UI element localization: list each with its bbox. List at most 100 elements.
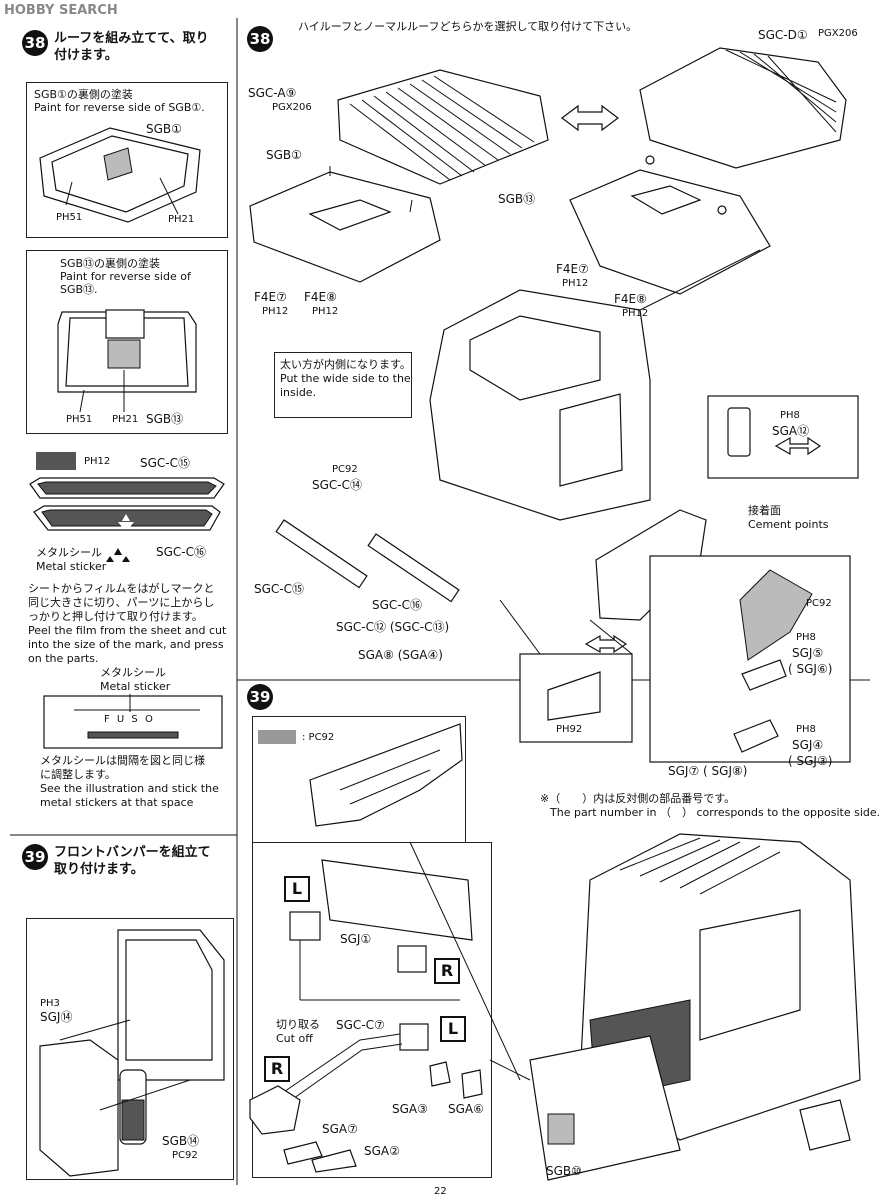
paint-box-sgb1-color2: PH21: [168, 214, 195, 225]
step-39-title-line2: 取り付けます。: [54, 862, 144, 877]
bumper-part-sgj14: SGJ⑭: [40, 1010, 73, 1024]
label-sgj7: SGJ⑦ ( SGJ⑧): [668, 764, 748, 778]
grille-color-label: PH12: [84, 456, 111, 467]
label-pc92-a: PC92: [332, 464, 358, 475]
cut-off-jp: 切り取る: [276, 1018, 320, 1031]
cement-points-en: Cement points: [748, 518, 829, 531]
right-marker-2: R: [264, 1056, 290, 1082]
paint-box-sgb13-jp: SGB⑬の裏側の塗装: [60, 257, 161, 270]
label-sgcc7: SGC-C⑦: [336, 1018, 385, 1032]
paint-box-sgb13-en2: SGB⑬.: [60, 283, 98, 296]
label-sgj6: ( SGJ⑥): [788, 662, 833, 676]
spacing-line-1: メタルシールは間隔を図と同じ様: [40, 754, 205, 767]
step-38-title-line2: 付けます。: [54, 48, 118, 63]
label-sgj5: SGJ⑤: [792, 646, 824, 660]
wide-side-note-line3: inside.: [280, 386, 317, 399]
step-39-number-left: 39: [22, 844, 48, 870]
step-38-number-right: 38: [247, 26, 273, 52]
label-sga8: SGA⑧ (SGA④): [358, 648, 443, 662]
label-sga6: SGA⑥: [448, 1102, 484, 1116]
instruction-line-3: っかりと押し付けて取り付けます。: [28, 610, 203, 623]
grille-sticker-en: Metal sticker: [36, 560, 107, 573]
wide-side-note-line1: 太い方が内側になります。: [280, 358, 411, 371]
step-39-title-line1: フロントバンパーを組立て: [54, 845, 211, 860]
sticker-label-jp: メタルシール: [100, 666, 166, 679]
label-ph92: PH92: [556, 724, 583, 735]
label-sga12: SGA⑫: [772, 424, 810, 438]
label-sgb10: SGB⑩: [546, 1164, 582, 1178]
label-f4e7-a: F4E⑦: [254, 290, 287, 304]
spacing-line-4: metal stickers at that space: [40, 796, 194, 809]
paint-box-sgb1-part: SGB①: [146, 122, 182, 136]
bumper-part-sgb14: SGB⑭: [162, 1134, 200, 1148]
instruction-line-2: 同じ大きさに切り、パーツに上からし: [28, 596, 215, 609]
label-ph8-b: PH8: [796, 632, 816, 643]
paint-box-sgb13-color2: PH21: [112, 414, 139, 425]
paint-box-sgb1-color1: PH51: [56, 212, 83, 223]
label-sgj4: SGJ④: [792, 738, 824, 752]
label-sgca9: SGC-A⑨: [248, 86, 297, 100]
instruction-line-5: into the size of the mark, and press: [28, 638, 224, 651]
label-pc92-b: PC92: [806, 598, 832, 609]
label-ph8-c: PH8: [796, 724, 816, 735]
opposite-side-note-jp: ※（ ）内は反対側の部品番号です。: [540, 792, 736, 805]
left-marker-2: L: [440, 1016, 466, 1042]
cut-off-en: Cut off: [276, 1032, 313, 1045]
sticker-label-en: Metal sticker: [100, 680, 171, 693]
label-sga7: SGA⑦: [322, 1122, 358, 1136]
label-sgj1: SGJ①: [340, 932, 372, 946]
paint-box-sgb1-en: Paint for reverse side of SGB①.: [34, 101, 205, 114]
watermark: HOBBY SEARCH: [4, 3, 118, 18]
label-sgcc16: SGC-C⑯: [372, 598, 423, 612]
grille-sticker-jp: メタルシール: [36, 546, 102, 559]
wide-side-note-line2: Put the wide side to the: [280, 372, 411, 385]
instruction-line-1: シートからフィルムをはがしマークと: [28, 582, 215, 595]
label-f4e8-a: F4E⑧: [304, 290, 337, 304]
label-ph12-c: PH12: [562, 278, 589, 289]
bumper-color-ph3: PH3: [40, 998, 60, 1009]
page-number: 22: [434, 1186, 447, 1197]
opposite-side-note-en: The part number in （ ） corresponds to th…: [550, 806, 880, 819]
step-38-title-line1: ルーフを組み立てて、取り: [54, 31, 209, 46]
label-pgx206-2: PGX206: [818, 28, 858, 39]
roof-selection-note: ハイルーフとノーマルルーフどちらかを選択して取り付けて下さい。: [298, 20, 638, 33]
paint-box-sgb13-en1: Paint for reverse side of: [60, 270, 191, 283]
label-ph8-a: PH8: [780, 410, 800, 421]
label-sgb1: SGB①: [266, 148, 302, 162]
spacing-line-2: に調整します。: [40, 768, 116, 781]
step-39-number-right: 39: [247, 684, 273, 710]
bumper-color-pc92: PC92: [172, 1150, 198, 1161]
label-f4e8-b: F4E⑧: [614, 292, 647, 306]
label-sgj3: ( SGJ③): [788, 754, 833, 768]
left-marker-1: L: [284, 876, 310, 902]
wide-side-note: [274, 352, 412, 418]
label-sgb13: SGB⑬: [498, 192, 536, 206]
paint-box-sgb13-color1: PH51: [66, 414, 93, 425]
color-swatch-pc92: [258, 730, 296, 744]
spacing-line-3: See the illustration and stick the: [40, 782, 219, 795]
right-marker-1: R: [434, 958, 460, 984]
color-swatch-ph12: [36, 452, 76, 470]
label-sgcc14: SGC-C⑭: [312, 478, 363, 492]
bumper-color-label: : PC92: [302, 732, 335, 743]
label-f4e7-b: F4E⑦: [556, 262, 589, 276]
paint-box-sgb13-part: SGB⑬: [146, 412, 184, 426]
label-sga2: SGA②: [364, 1144, 400, 1158]
sticker-text: F U S O: [104, 714, 155, 725]
cement-points-jp: 接着面: [748, 504, 781, 517]
label-sgcd1: SGC-D①: [758, 28, 808, 42]
instruction-line-4: Peel the film from the sheet and cut: [28, 624, 227, 637]
label-sgcc12: SGC-C⑫ (SGC-C⑬): [336, 620, 450, 634]
grille-part-top: SGC-C⑮: [140, 456, 191, 470]
label-ph12-d: PH12: [622, 308, 649, 319]
label-sgcc15: SGC-C⑮: [254, 582, 305, 596]
paint-box-sgb1-jp: SGB①の裏側の塗装: [34, 88, 133, 101]
label-ph12-b: PH12: [312, 306, 339, 317]
instruction-line-6: on the parts.: [28, 652, 99, 665]
